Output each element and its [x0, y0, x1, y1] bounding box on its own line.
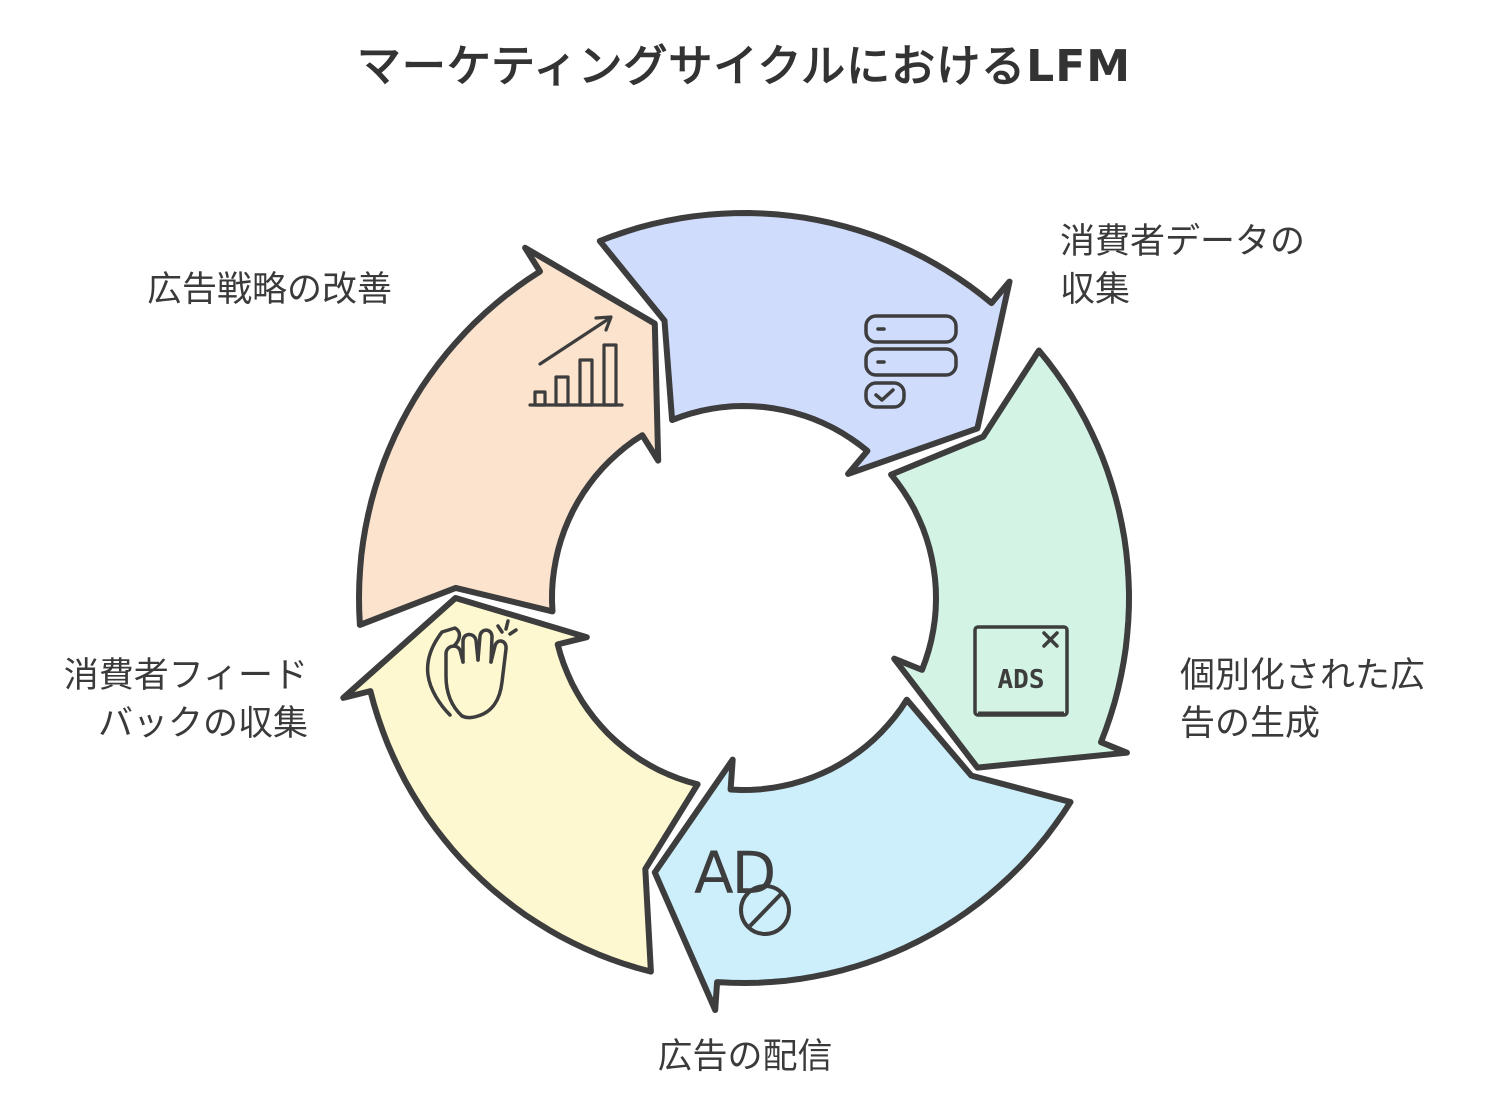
label-data-collection: 消費者データの収集	[1060, 222, 1306, 310]
label-strategy-improvement: 広告戦略の改善	[147, 270, 393, 310]
clapping-hands-icon	[425, 619, 518, 720]
label-ad-generation: 個別化された広告の生成	[1180, 656, 1426, 744]
page-title: マーケティングサイクルにおけるLFM	[356, 41, 1132, 92]
growth-chart-icon	[528, 315, 624, 407]
label-feedback-collection: 消費者フィードバックの収集	[63, 656, 308, 744]
ads-screen-icon: ADS	[973, 625, 1069, 717]
label-ad-delivery: 広告の配信	[657, 1037, 833, 1077]
database-icon	[864, 314, 958, 409]
cycle-segment-strategy-improvement	[356, 244, 662, 628]
cycle-segment-feedback-collection	[340, 595, 701, 975]
ad-text: AD	[694, 839, 774, 907]
cycle-segment-ad-generation	[888, 347, 1132, 771]
cycle-segment-data-collection	[596, 210, 1013, 477]
ads-text: ADS	[998, 665, 1045, 695]
ad-block-icon: AD	[694, 839, 791, 936]
cycle-segments	[340, 210, 1132, 1013]
